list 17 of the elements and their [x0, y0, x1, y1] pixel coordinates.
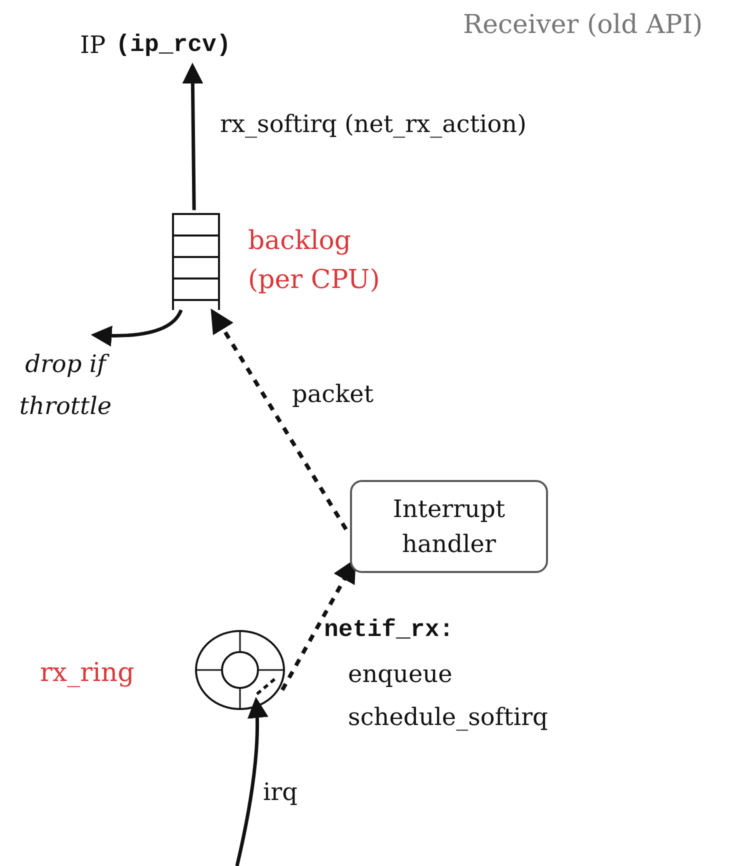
queue-drawing [172, 213, 220, 310]
node-caption: rx_ring [40, 657, 134, 690]
process-box [350, 480, 548, 573]
annotation-text: schedule_softirq [348, 703, 548, 731]
arrow [210, 308, 348, 530]
function-name: (ip_rcv) [116, 32, 231, 58]
annotation-text: enqueue [348, 660, 452, 688]
arrow [182, 62, 204, 210]
arrow [235, 696, 268, 866]
annotation-text: netif_rx: [324, 617, 454, 644]
node-caption: backlog (per CPU) [248, 225, 381, 297]
node-label: drop if throttle [18, 349, 113, 422]
node-label: IP [80, 31, 106, 59]
ring-buffer-drawing [195, 630, 285, 710]
arrow [90, 309, 183, 346]
diagram-title: Receiver (old API) [463, 10, 703, 40]
box-label: Interrupt handler [392, 494, 506, 560]
